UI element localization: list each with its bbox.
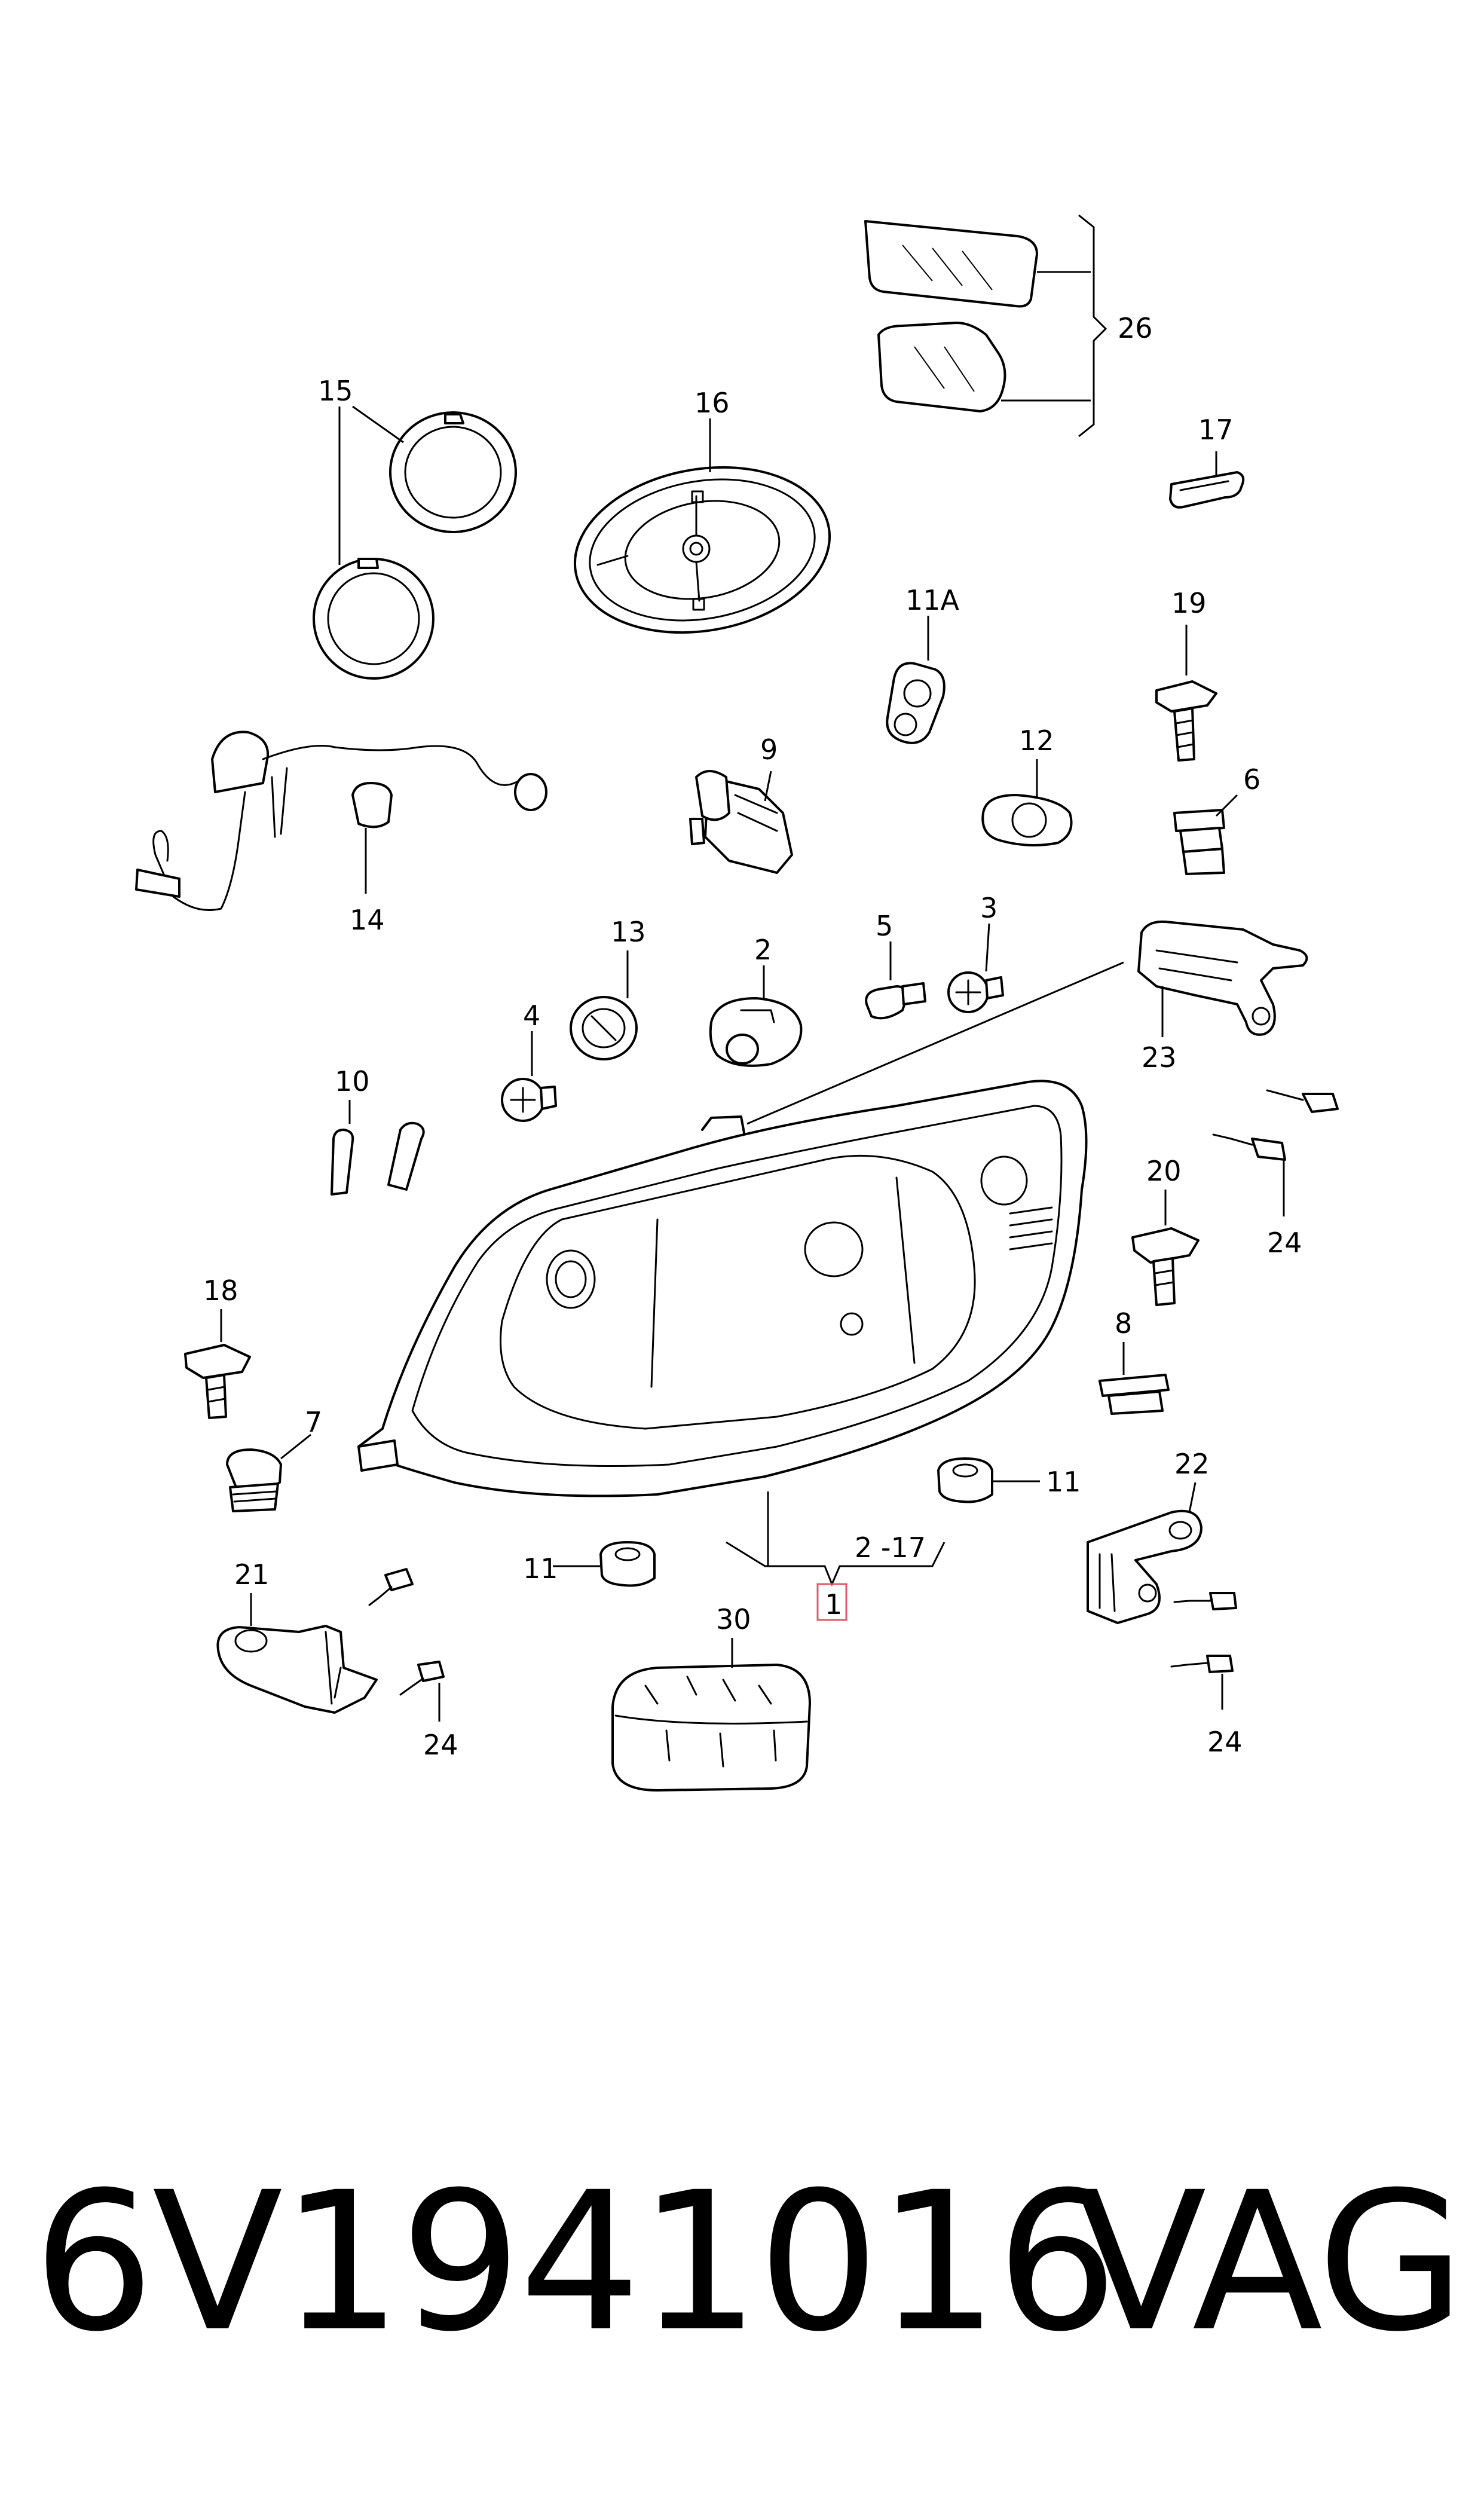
part-12-bulb-holder <box>981 759 1073 846</box>
callout-11-right: 11 <box>1046 1466 1081 1498</box>
part-16-cover-cap <box>573 418 831 634</box>
callout-30: 30 <box>716 1603 751 1635</box>
callout-15: 15 <box>318 375 353 407</box>
callout-7: 7 <box>305 1406 322 1438</box>
part-10-bulbs <box>331 1100 425 1196</box>
callout-24-left: 24 <box>423 1729 458 1761</box>
part-3-bulb <box>947 923 1004 1013</box>
part-20-screw <box>1131 1190 1200 1306</box>
callout-2-17: 2 -17 <box>855 1531 926 1564</box>
part-24-screws-upper <box>1212 1089 1339 1216</box>
callout-10: 10 <box>335 1065 370 1098</box>
part-17-clip <box>1169 451 1245 509</box>
callout-4: 4 <box>523 999 540 1032</box>
part-24-screws-left <box>368 1568 445 1722</box>
callout-6: 6 <box>1243 763 1260 796</box>
part-26-lenses <box>864 214 1107 438</box>
callout-9: 9 <box>760 733 778 766</box>
part-7-nut <box>226 1433 311 1512</box>
callout-8: 8 <box>1115 1307 1132 1340</box>
callout-1-highlight-box <box>816 1583 847 1621</box>
part-11a-gasket <box>886 616 946 744</box>
part-21-bracket <box>216 1593 378 1714</box>
part-15-seals <box>313 405 517 680</box>
callout-1: 1 <box>825 1588 842 1621</box>
part-14-wiring-harness <box>135 730 547 911</box>
callout-11a: 11A <box>905 584 960 616</box>
part-11-grommet-right <box>937 1457 1040 1503</box>
part-2-main-bulb <box>709 965 803 1067</box>
callout-5: 5 <box>876 910 893 942</box>
part-4-bulb <box>501 1031 557 1122</box>
part-30-repair-kit <box>611 1638 811 1792</box>
part-19-screw <box>1155 625 1217 762</box>
callout-12: 12 <box>1019 724 1054 757</box>
callout-16: 16 <box>694 387 730 419</box>
callout-23: 23 <box>1142 1041 1177 1074</box>
brand-name: VAG <box>1076 2151 1465 2374</box>
part-11-grommet-left <box>553 1541 656 1587</box>
part-9-adjusting-motor <box>689 770 793 874</box>
part-13-bulb-socket <box>570 950 638 1060</box>
callout-20: 20 <box>1146 1155 1182 1187</box>
callout-19: 19 <box>1171 587 1207 619</box>
callout-24-upper: 24 <box>1267 1227 1302 1259</box>
callout-13: 13 <box>611 916 646 948</box>
part-8-nut <box>1099 1342 1170 1415</box>
callout-3: 3 <box>980 892 998 924</box>
part-18-screw <box>184 1309 251 1419</box>
callout-2: 2 <box>754 934 772 966</box>
callout-26: 26 <box>1118 312 1153 344</box>
part-5-small-bulb <box>865 941 926 1020</box>
callout-17: 17 <box>1198 414 1234 446</box>
part-24-screws-lower-right <box>1170 1592 1237 1710</box>
callout-14: 14 <box>350 904 385 936</box>
callout-24-lower-right: 24 <box>1207 1726 1243 1758</box>
part-number: 6V1941016 <box>33 2151 1118 2374</box>
callout-11-left: 11 <box>523 1552 558 1585</box>
callout-22: 22 <box>1174 1448 1210 1480</box>
callout-21: 21 <box>234 1558 270 1591</box>
part-6-connector <box>1173 794 1238 875</box>
callout-18: 18 <box>203 1274 238 1307</box>
part-23-mounting-bracket <box>1137 920 1308 1037</box>
part-1-headlight-assembly <box>357 961 1124 1586</box>
part-22-bracket <box>1087 1482 1203 1624</box>
